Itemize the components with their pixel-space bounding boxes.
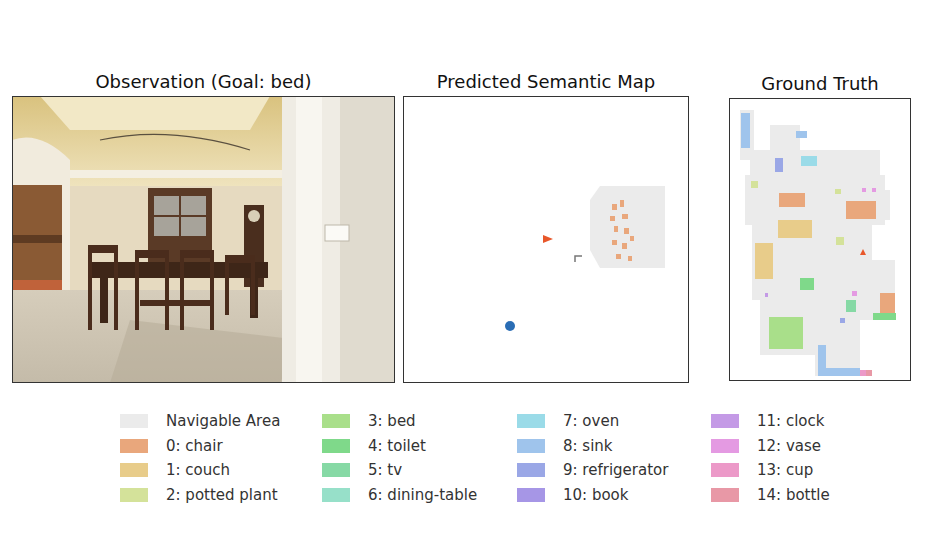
legend-swatch: [711, 463, 739, 477]
legend-swatch: [120, 439, 148, 453]
legend-label: 0: chair: [166, 437, 223, 455]
legend-label: 6: dining-table: [368, 486, 477, 504]
panel-title: Ground Truth: [761, 73, 879, 94]
legend-label: 5: tv: [368, 461, 402, 479]
legend-label: 7: oven: [563, 412, 619, 430]
legend-swatch: [517, 414, 545, 428]
legend-label: 14: bottle: [757, 486, 830, 504]
legend-label: 12: vase: [757, 437, 821, 455]
observation-photo: [12, 96, 395, 383]
legend-swatch: [322, 488, 350, 502]
legend-label: 9: refrigerator: [563, 461, 668, 479]
legend-label: 11: clock: [757, 412, 824, 430]
ground-truth-art: [740, 110, 896, 376]
legend-label: 4: toilet: [368, 437, 426, 455]
map-panel: Ground Truth: [729, 98, 911, 381]
map-panel: Observation (Goal: bed): [12, 96, 395, 383]
legend-label: 2: potted plant: [166, 486, 278, 504]
legend-swatch: [120, 488, 148, 502]
panel-title: Observation (Goal: bed): [95, 71, 311, 92]
legend-label: 8: sink: [563, 437, 613, 455]
legend-label: 10: book: [563, 486, 628, 504]
legend-swatch: [322, 414, 350, 428]
predicted-map-art: [505, 186, 665, 331]
map-panel: Predicted Semantic Map: [403, 96, 689, 383]
legend-swatch: [517, 488, 545, 502]
legend-label: 3: bed: [368, 412, 416, 430]
legend-swatch: [711, 488, 739, 502]
legend-swatch: [322, 463, 350, 477]
legend-swatch: [711, 414, 739, 428]
panel-title: Predicted Semantic Map: [437, 71, 655, 92]
legend-swatch: [120, 414, 148, 428]
legend-swatch: [517, 439, 545, 453]
legend-label: 1: couch: [166, 461, 230, 479]
legend-swatch: [517, 463, 545, 477]
legend-swatch: [711, 439, 739, 453]
legend-label: Navigable Area: [166, 412, 280, 430]
legend-swatch: [120, 463, 148, 477]
legend-swatch: [322, 439, 350, 453]
legend-label: 13: cup: [757, 461, 813, 479]
